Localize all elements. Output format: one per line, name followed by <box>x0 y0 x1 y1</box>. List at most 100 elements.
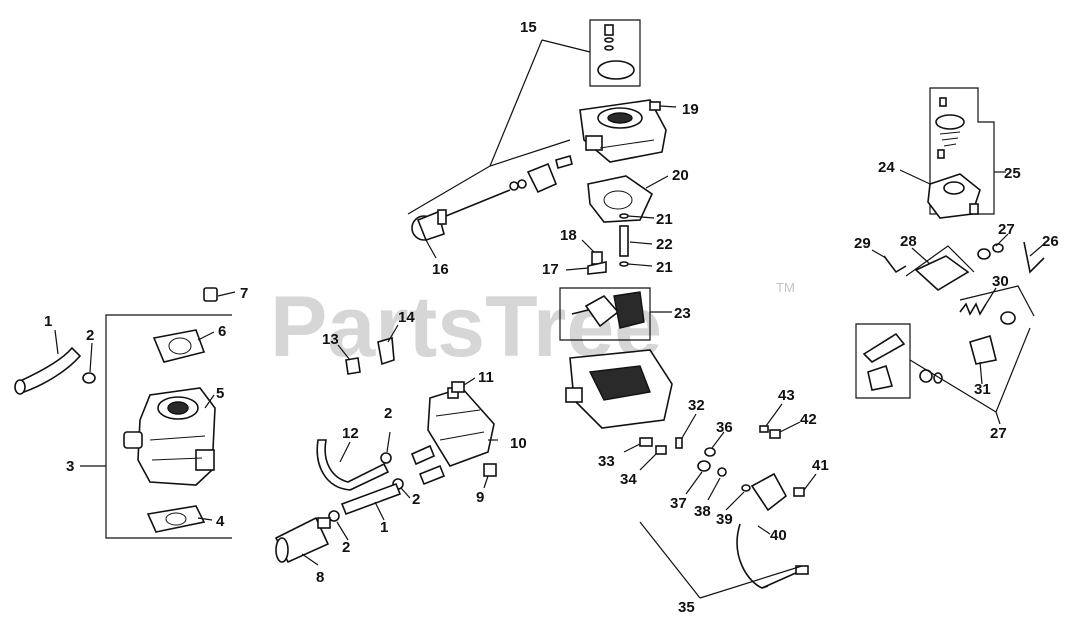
callout-39: 39 <box>716 511 733 528</box>
needle-part[interactable] <box>619 225 629 257</box>
callout-28: 28 <box>900 233 917 250</box>
fuel-hose-part[interactable] <box>16 346 82 393</box>
rod-part[interactable] <box>1023 241 1045 274</box>
screw-part[interactable] <box>793 487 805 497</box>
callout-27: 27 <box>998 221 1015 238</box>
screw-part[interactable] <box>591 251 603 265</box>
diaphragm-icon <box>935 114 965 130</box>
clip-part[interactable] <box>587 261 607 275</box>
link-wire-part[interactable] <box>883 255 907 274</box>
callout-10: 10 <box>510 435 527 452</box>
callout-15: 15 <box>520 19 537 36</box>
plug-part[interactable] <box>639 437 653 447</box>
callout-2: 2 <box>384 405 392 422</box>
callout-2: 2 <box>86 327 94 344</box>
float-bowl-part[interactable] <box>565 349 673 429</box>
carburetor-body-part[interactable] <box>123 387 216 486</box>
washer-part[interactable] <box>1000 311 1016 325</box>
callout-16: 16 <box>432 261 449 278</box>
upper-body-group <box>407 19 677 429</box>
callout-33: 33 <box>598 453 615 470</box>
pump-piston-part[interactable] <box>862 332 906 363</box>
fuel-pump-group <box>274 324 498 566</box>
throttle-shaft-part[interactable] <box>411 189 511 241</box>
callout-29: 29 <box>854 235 871 252</box>
callout-14: 14 <box>398 309 415 326</box>
fitting-part[interactable] <box>451 381 465 393</box>
jet-part[interactable] <box>675 437 683 449</box>
callout-11: 11 <box>478 369 494 386</box>
callout-19: 19 <box>682 101 699 118</box>
screw-part[interactable] <box>759 425 769 433</box>
gasket-bottom-part[interactable] <box>146 505 206 533</box>
callout-31: 31 <box>974 381 991 398</box>
carburetor-assembly-group <box>14 287 236 539</box>
solenoid-group <box>623 403 817 599</box>
callout-18: 18 <box>560 227 577 244</box>
fuel-pump-part[interactable] <box>410 387 495 486</box>
upper-carburetor-body-part[interactable] <box>579 99 667 163</box>
callout-30: 30 <box>992 273 1009 290</box>
callout-23: 23 <box>674 305 691 322</box>
hose-part[interactable] <box>340 482 402 516</box>
clamp-part[interactable] <box>328 510 340 522</box>
watermark-trademark: TM <box>776 280 795 295</box>
diaphragm-icon <box>597 60 635 80</box>
fuel-filter-part[interactable] <box>274 516 331 564</box>
callout-13: 13 <box>322 331 339 348</box>
callout-34: 34 <box>620 471 637 488</box>
hose-clamp-part[interactable] <box>82 372 96 384</box>
spring-part[interactable] <box>959 302 987 316</box>
callout-5: 5 <box>216 385 224 402</box>
callout-9: 9 <box>476 489 484 506</box>
callout-21: 21 <box>656 211 673 228</box>
screw-part[interactable] <box>655 445 667 455</box>
right-group <box>855 87 1045 425</box>
screw-part[interactable] <box>345 357 361 375</box>
callout-2: 2 <box>342 539 350 556</box>
check-valve-part[interactable] <box>867 364 894 391</box>
callout-1: 1 <box>44 313 52 330</box>
throttle-lever-part[interactable] <box>526 162 558 194</box>
callout-21: 21 <box>656 259 673 276</box>
washer-part[interactable] <box>704 447 716 457</box>
callout-6: 6 <box>218 323 226 340</box>
gasket-top-part[interactable] <box>152 329 206 363</box>
fitting-part[interactable] <box>483 463 497 477</box>
callout-4: 4 <box>216 513 225 530</box>
callout-2: 2 <box>412 491 420 508</box>
callout-40: 40 <box>770 527 787 544</box>
callout-32: 32 <box>688 397 705 414</box>
fuel-solenoid-part[interactable] <box>736 472 809 589</box>
callout-35: 35 <box>678 599 695 616</box>
plug-part[interactable] <box>203 287 218 302</box>
lever-part[interactable] <box>914 255 970 291</box>
callout-41: 41 <box>812 457 829 474</box>
callout-42: 42 <box>800 411 817 428</box>
callout-8: 8 <box>316 569 324 586</box>
washer-part[interactable] <box>992 243 1004 253</box>
washer-part[interactable] <box>619 261 629 267</box>
callout-labels: 1 2 3 4 5 6 7 8 9 10 11 12 13 14 15 16 1… <box>44 19 1059 616</box>
washer-part[interactable] <box>619 213 629 219</box>
o-ring-part[interactable] <box>741 484 751 492</box>
bushing-part[interactable] <box>697 460 711 472</box>
o-ring-part[interactable] <box>717 467 727 477</box>
washer-part[interactable] <box>977 248 991 260</box>
gasket-part[interactable] <box>587 175 654 223</box>
callout-27: 27 <box>990 425 1007 442</box>
bracket-part[interactable] <box>377 336 395 366</box>
clamp-part[interactable] <box>380 452 392 464</box>
callout-17: 17 <box>542 261 559 278</box>
float-part[interactable] <box>571 291 645 329</box>
screw-part[interactable] <box>769 429 781 439</box>
callout-24: 24 <box>878 159 895 176</box>
callout-26: 26 <box>1042 233 1059 250</box>
hose-part[interactable] <box>316 439 390 491</box>
callout-7: 7 <box>240 285 248 302</box>
hose-end-icon <box>14 379 26 395</box>
plate-part[interactable] <box>969 334 997 365</box>
callout-38: 38 <box>694 503 711 520</box>
callout-3: 3 <box>66 458 74 475</box>
screw-part[interactable] <box>649 101 661 111</box>
